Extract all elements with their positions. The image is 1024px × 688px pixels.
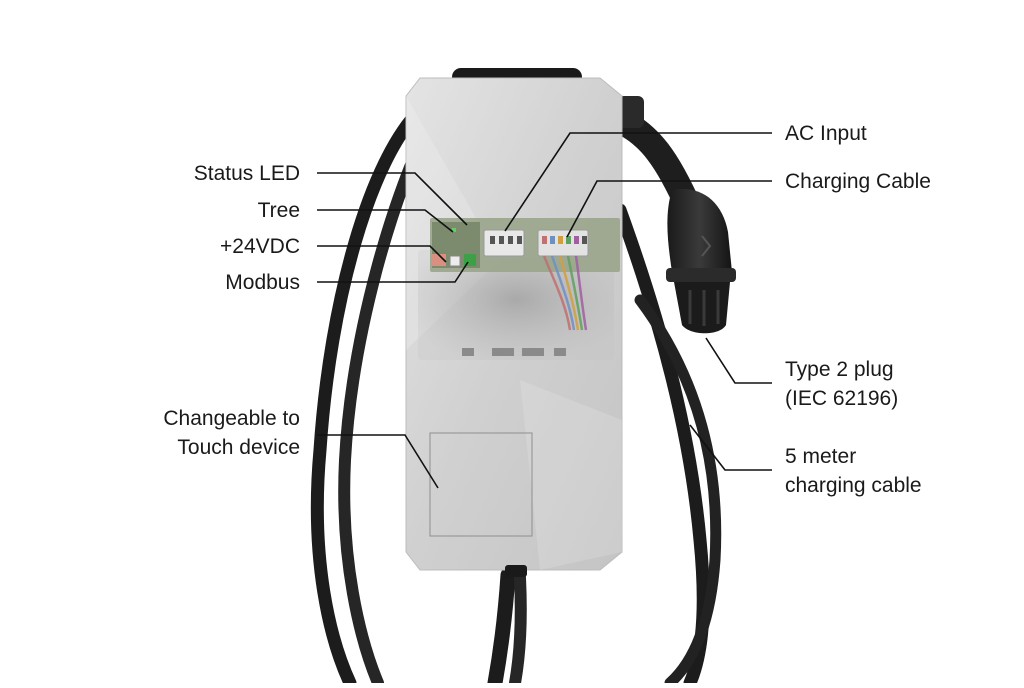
label-tree: Tree bbox=[257, 199, 300, 222]
callout-line-charging-cable bbox=[566, 180, 772, 238]
label-type-2-plug: Type 2 plug (IEC 62196) bbox=[785, 355, 898, 413]
callout-lines bbox=[317, 132, 772, 489]
label-touch-line1: Changeable to bbox=[163, 407, 300, 430]
charger-housing bbox=[405, 68, 623, 577]
touch-device-area bbox=[429, 432, 533, 537]
callout-line-type2 bbox=[705, 337, 772, 384]
type-2-plug bbox=[666, 189, 736, 334]
label-meter-line1: 5 meter bbox=[785, 445, 857, 468]
callout-line-ac-input bbox=[504, 132, 772, 232]
label-ac-input: AC Input bbox=[785, 122, 867, 145]
callout-line-status-led bbox=[317, 172, 468, 226]
callout-line-modbus bbox=[317, 261, 469, 283]
label-5-meter-cable: 5 meter charging cable bbox=[785, 442, 922, 500]
label-meter-line2: charging cable bbox=[785, 474, 922, 497]
label-touch-line2: Touch device bbox=[177, 436, 300, 459]
label-status-led: Status LED bbox=[193, 162, 300, 185]
callout-line-tree bbox=[317, 209, 454, 233]
label-24vdc: +24VDC bbox=[220, 235, 300, 258]
callout-line-5-meter bbox=[689, 424, 772, 471]
callout-line-24vdc bbox=[317, 245, 447, 263]
internal-wires bbox=[542, 255, 588, 331]
label-charging-cable: Charging Cable bbox=[785, 170, 931, 193]
label-modbus: Modbus bbox=[225, 271, 300, 294]
label-type2-line2: (IEC 62196) bbox=[785, 387, 899, 410]
circuit-board bbox=[430, 218, 620, 272]
charging-cable-loop bbox=[310, 103, 722, 688]
label-touch-device: Changeable to Touch device bbox=[100, 404, 300, 462]
label-type2-line1: Type 2 plug bbox=[785, 358, 894, 381]
callout-line-touch bbox=[317, 434, 439, 489]
